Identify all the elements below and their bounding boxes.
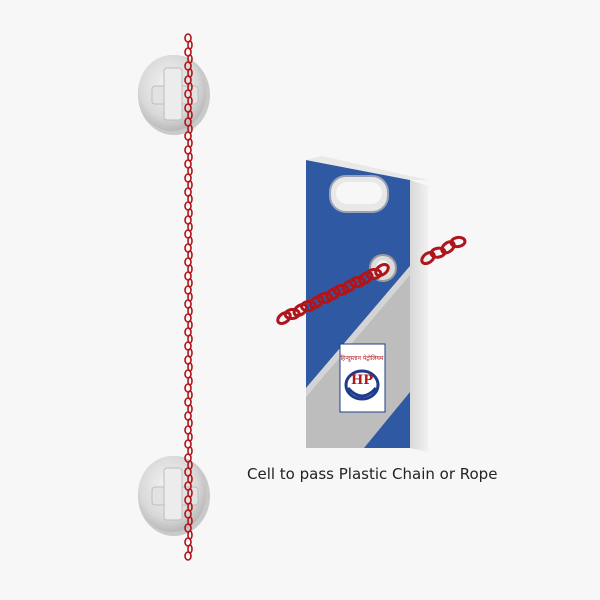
chain-link (349, 275, 366, 289)
top-wall-fixture-icon (138, 55, 210, 135)
chain-link (300, 299, 317, 313)
horizontal-chain-icon (276, 235, 467, 325)
chain-link (374, 263, 390, 277)
vertical-chain-icon (184, 33, 193, 561)
chain-link (440, 240, 456, 255)
caption: Cell to pass Plastic Chain or Rope (247, 465, 498, 483)
logo-top-text: हिन्दुस्तान पेट्रोलियम (340, 354, 383, 362)
chain-link (308, 295, 325, 309)
chain-link (184, 551, 192, 561)
chain-link (357, 271, 374, 285)
logo-letters: HP (351, 373, 373, 388)
chain-link (325, 287, 341, 301)
chain-link (283, 307, 301, 321)
hp-logo-icon: हिन्दुस्तान पेट्रोलियम HP (339, 343, 386, 413)
chain-link (341, 279, 358, 293)
chain-link (276, 311, 292, 325)
chain-link (332, 283, 350, 297)
chain-link (420, 250, 436, 266)
chain-link (365, 267, 383, 281)
bottom-wall-fixture-icon (138, 456, 210, 536)
chain-link (449, 235, 467, 249)
chain-link (316, 291, 334, 305)
chain-link (292, 303, 309, 317)
